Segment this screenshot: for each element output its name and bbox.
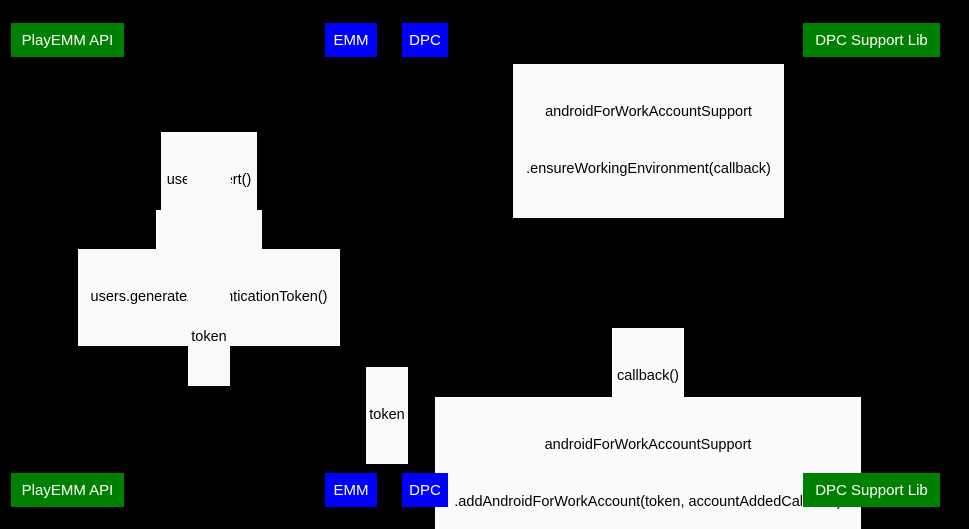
participant-dpc-support-lib-bottom[interactable]: DPC Support Lib: [803, 473, 940, 507]
participant-label: DPC: [409, 31, 441, 49]
participant-dpc-support-lib-top[interactable]: DPC Support Lib: [803, 23, 940, 57]
message-line-1: androidForWorkAccountSupport: [545, 104, 752, 120]
lifeline-emm: [350, 58, 351, 472]
message-token-to-emm: token: [188, 289, 230, 386]
participant-emm-bottom[interactable]: EMM: [325, 473, 377, 507]
participant-playemm-api-top[interactable]: PlayEMM API: [11, 23, 124, 57]
lifeline-playemm: [67, 58, 68, 472]
participant-playemm-api-bottom[interactable]: PlayEMM API: [11, 473, 124, 507]
lifeline-supportlib: [870, 58, 871, 472]
participant-label: EMM: [333, 481, 369, 499]
participant-label: DPC: [409, 481, 441, 499]
message-ensure-working-environment: androidForWorkAccountSupport .ensureWork…: [513, 64, 784, 218]
participant-emm-top[interactable]: EMM: [325, 23, 377, 57]
participant-label: EMM: [333, 31, 369, 49]
message-line-1: token: [369, 407, 405, 423]
message-add-android-for-work-account: androidForWorkAccountSupport .addAndroid…: [435, 397, 861, 529]
participant-dpc-bottom[interactable]: DPC: [402, 473, 448, 507]
message-line-1: token: [191, 329, 227, 345]
participant-label: PlayEMM API: [21, 31, 114, 49]
message-line-2: .ensureWorkingEnvironment(callback): [526, 161, 771, 177]
message-line-2: .addAndroidForWorkAccount(token, account…: [454, 494, 842, 510]
message-line-1: callback(): [616, 368, 680, 384]
participant-label: DPC Support Lib: [815, 31, 928, 49]
participant-label: PlayEMM API: [21, 481, 114, 499]
participant-dpc-top[interactable]: DPC: [402, 23, 448, 57]
lifeline-dpc: [424, 58, 425, 472]
message-line-1: androidForWorkAccountSupport: [544, 437, 752, 453]
participant-label: DPC Support Lib: [815, 481, 928, 499]
message-token-to-dpc: token: [366, 367, 408, 464]
